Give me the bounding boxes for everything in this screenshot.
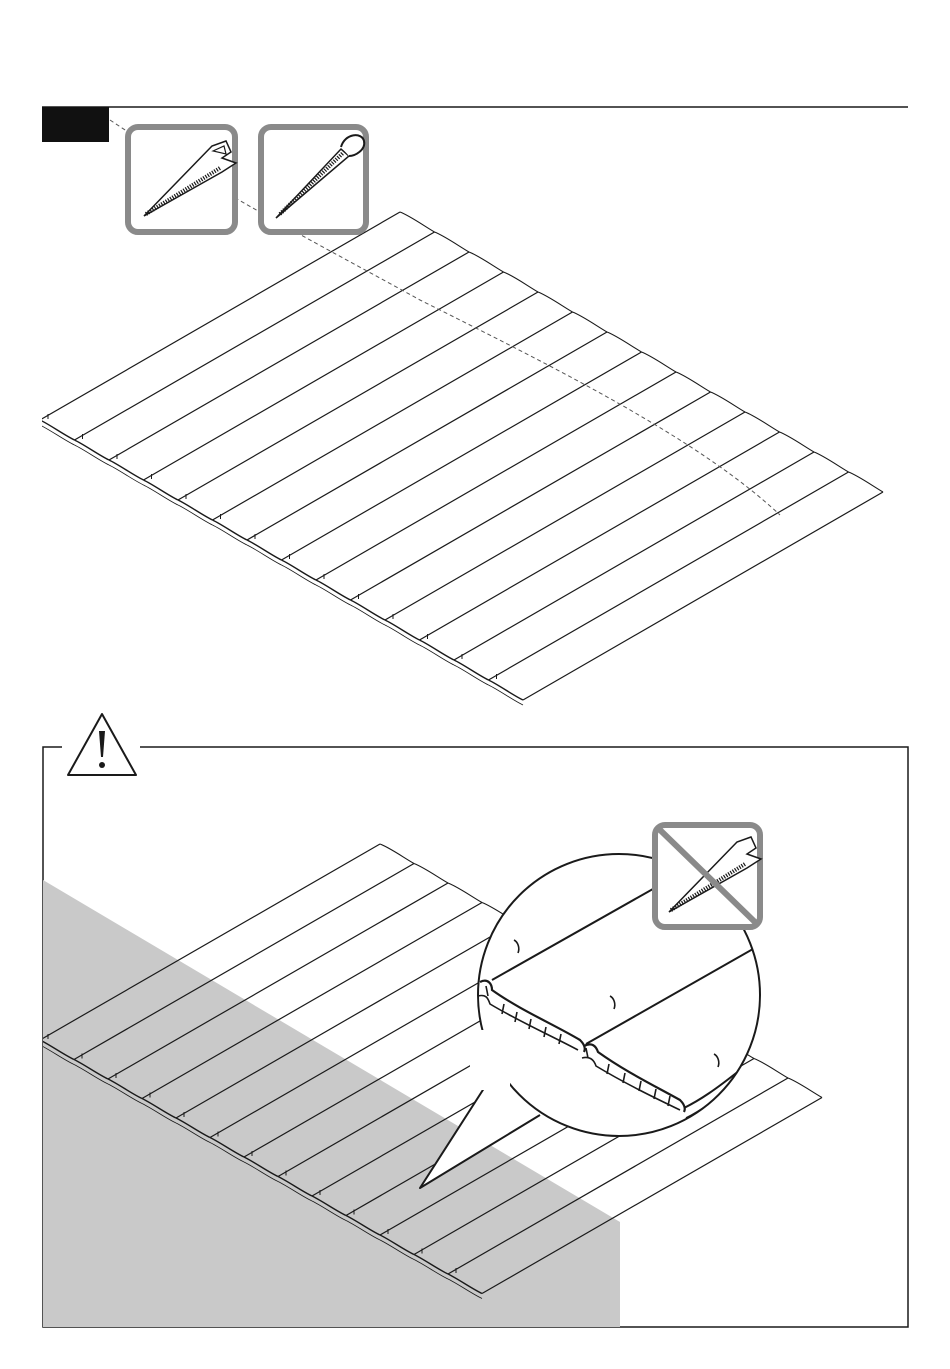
top-plank-profile-under [144, 485, 179, 505]
bottom-plank-back-edge [448, 883, 482, 903]
top-plank-profile [420, 640, 455, 660]
top-plank-back-edge [711, 392, 746, 412]
top-plank-edge [109, 252, 469, 460]
top-plank-profile-under [213, 525, 248, 545]
top-plank-profile-under [351, 605, 386, 625]
top-plank-profile [385, 620, 420, 640]
warning-triangle-icon [68, 714, 136, 775]
top-plank-edge [40, 212, 400, 420]
top-plank-back-edge [814, 452, 849, 472]
top-plank-profile [75, 440, 110, 460]
top-plank-profile [144, 480, 179, 500]
bottom-plank-back-edge [414, 864, 448, 884]
tool-frame-hand-saw [128, 127, 236, 232]
bottom-plank-back-edge [380, 844, 414, 864]
top-plank-edge [247, 332, 607, 540]
top-plank-profile [454, 660, 489, 680]
top-plank-edge [213, 312, 573, 520]
top-plank-edge [144, 272, 504, 480]
top-plank-edge [385, 412, 745, 620]
top-plank-back-edge [607, 332, 642, 352]
step-marker [42, 107, 109, 142]
top-plank-back-edge [849, 472, 884, 492]
top-plank-profile-under [109, 465, 144, 485]
top-plank-profile [351, 600, 386, 620]
tool-frame-keyhole-saw [261, 127, 366, 232]
top-plank-profile-under [454, 665, 489, 685]
top-plank-edge [316, 372, 676, 580]
top-plank-deck [40, 212, 883, 705]
top-plank-edge [351, 392, 711, 600]
top-plank-profile-under [282, 565, 317, 585]
top-plank-profile-under [385, 625, 420, 645]
top-plank-profile [282, 560, 317, 580]
top-plank-profile [109, 460, 144, 480]
top-plank-profile-under [420, 645, 455, 665]
top-plank-profile [247, 540, 282, 560]
top-plank-profile [213, 520, 248, 540]
bottom-figure [40, 714, 908, 1369]
top-figure [40, 107, 908, 705]
top-plank-edge [420, 432, 780, 640]
top-plank-back-edge [538, 292, 573, 312]
top-plank-profile [178, 500, 213, 520]
top-plank-back-edge [676, 372, 711, 392]
top-plank-profile-under [75, 445, 110, 465]
bottom-plank-back-edge [754, 1059, 788, 1079]
top-plank-back-edge [400, 212, 435, 232]
top-plank-profile [316, 580, 351, 600]
top-plank-profile [489, 680, 524, 700]
top-plank-back-edge [642, 352, 677, 372]
top-plank-profile-under [316, 585, 351, 605]
top-plank-back-edge [780, 432, 815, 452]
top-plank-edge [489, 472, 849, 680]
top-plank-edge [178, 292, 538, 500]
top-plank-profile-under [40, 425, 75, 445]
top-plank-edge [454, 452, 814, 660]
top-plank-back-edge [745, 412, 780, 432]
top-plank-profile-under [489, 685, 524, 705]
top-plank-back-edge [435, 232, 470, 252]
bottom-plank-back-edge [788, 1078, 822, 1098]
top-plank-edge [75, 232, 435, 440]
top-plank-edge [282, 352, 642, 560]
top-plank-profile-under [178, 505, 213, 525]
top-plank-back-edge [573, 312, 608, 332]
top-plank-profile [40, 420, 75, 440]
top-deck-base [523, 492, 883, 700]
prohibited-hand-saw [655, 825, 761, 927]
top-plank-profile-under [247, 545, 282, 565]
top-plank-back-edge [469, 252, 504, 272]
top-plank-back-edge [504, 272, 539, 292]
